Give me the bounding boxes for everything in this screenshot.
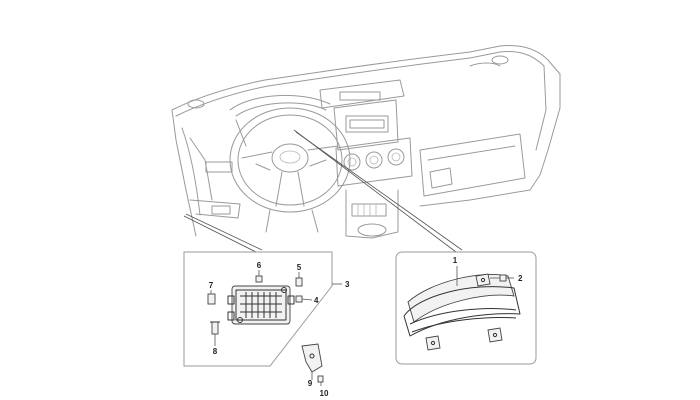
callout-4: 4 (314, 296, 319, 305)
callout-labels: 1 2 3 4 5 6 7 8 9 10 (209, 256, 523, 398)
callout-2: 2 (518, 274, 523, 283)
callout-6: 6 (257, 261, 262, 270)
left-detail-frame (183, 251, 342, 386)
callout-9: 9 (308, 379, 313, 388)
callout-10: 10 (320, 389, 329, 398)
dashboard-illustration (171, 45, 561, 239)
callout-5: 5 (297, 263, 302, 272)
callout-1: 1 (453, 256, 458, 265)
fuse-rows (240, 292, 282, 318)
callout-7: 7 (209, 281, 214, 290)
callout-8: 8 (213, 347, 218, 356)
callout-3: 3 (345, 280, 350, 289)
leader-lines (183, 129, 463, 253)
right-detail-frame (395, 251, 537, 365)
